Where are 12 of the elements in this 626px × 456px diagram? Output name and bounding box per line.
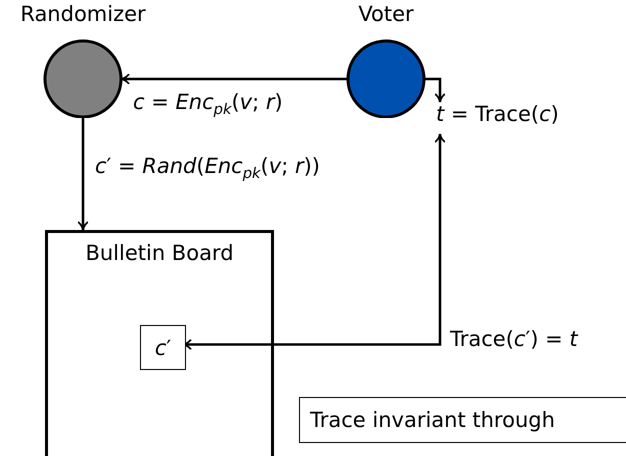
node-heading: Voter: [357, 2, 415, 28]
formula-text: t = Trace(c): [436, 102, 559, 128]
bulletin-board-box: [45, 230, 274, 456]
node-heading: Randomizer: [19, 2, 147, 28]
box-text: c′: [154, 336, 172, 360]
box-text: Trace invariant through: [310, 408, 555, 432]
note-box: [299, 397, 626, 443]
edge-label: c = Enc$_{pk}$(v; r): [133, 90, 283, 119]
box-heading: Bulletin Board: [84, 241, 235, 266]
edge-label: c′ = Rand(Enc$_{pk}$(v; r)): [95, 154, 320, 183]
arrow: [424, 78, 446, 103]
ciphertext-box: [140, 325, 186, 370]
